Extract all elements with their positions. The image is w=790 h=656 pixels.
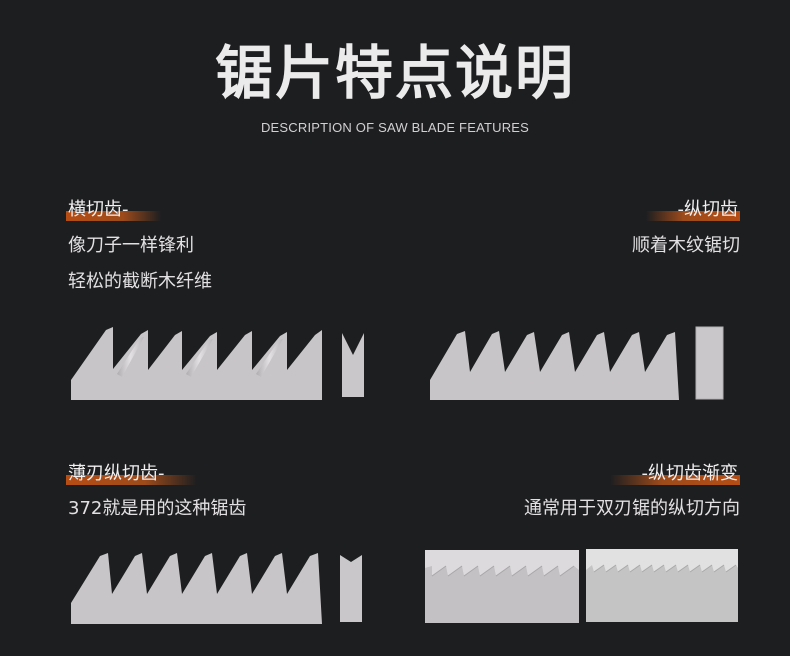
rip-teeth-diagram xyxy=(429,322,729,404)
feature-desc-crosscut-line2: 轻松的截断木纤维 xyxy=(68,271,212,292)
page-title: 锯片特点说明 xyxy=(214,39,575,107)
crosscut-teeth-diagram xyxy=(70,322,370,404)
feature-desc-rip-line1: 顺着木纹锯切 xyxy=(632,235,740,256)
feature-heading-rip: -纵切齿 xyxy=(645,198,740,222)
feature-desc-progressive-rip-line1: 通常用于双刃锯的纵切方向 xyxy=(524,498,740,519)
progressive-rip-teeth-diagram xyxy=(424,548,742,626)
feature-heading-crosscut: 横切齿- xyxy=(66,198,161,222)
thin-rip-teeth-diagram xyxy=(70,548,370,628)
feature-heading-progressive-rip: -纵切齿渐变 xyxy=(609,462,740,486)
feature-desc-thin-rip-line1: 372就是用的这种锯齿 xyxy=(68,498,247,519)
feature-heading-thin-rip: 薄刃纵切齿- xyxy=(66,462,197,486)
feature-desc-crosscut-line1: 像刀子一样锋利 xyxy=(68,235,194,256)
page-subtitle: DESCRIPTION OF SAW BLADE FEATURES xyxy=(260,120,530,135)
